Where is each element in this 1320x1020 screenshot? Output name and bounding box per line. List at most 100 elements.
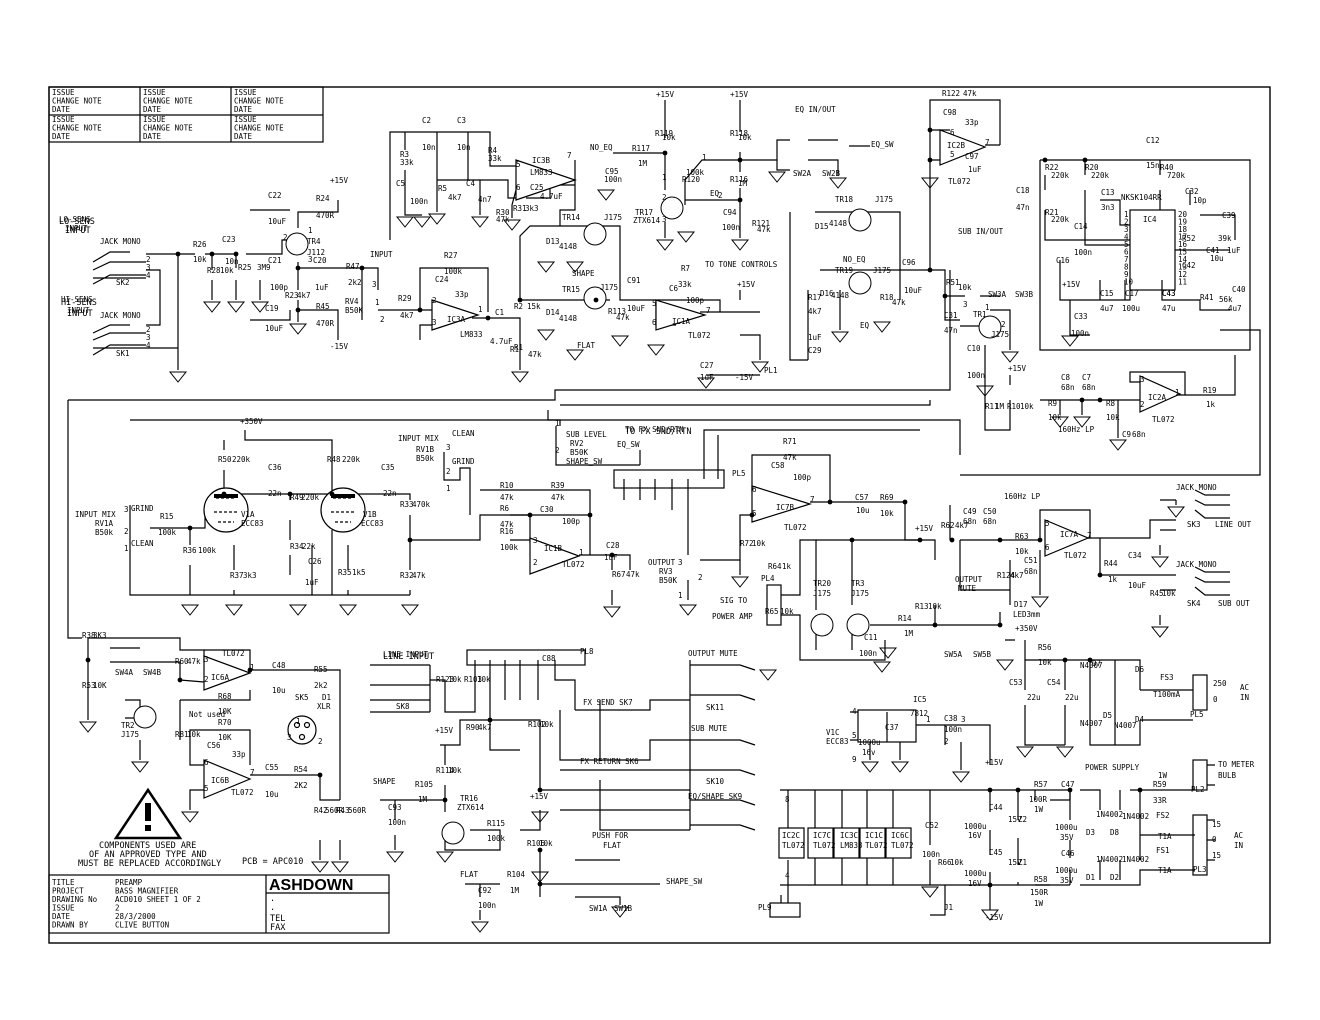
component-label: 47n: [1016, 203, 1030, 212]
component-label: 68n: [1061, 383, 1075, 392]
component-label: 10k: [448, 675, 462, 684]
component-label: R35: [338, 568, 352, 577]
junction-dot-25: [187, 525, 193, 531]
pin-number: 3: [372, 280, 377, 289]
pin-number: 4: [852, 707, 857, 716]
component-label: C98: [943, 108, 957, 117]
component-label: Z2: [1018, 815, 1027, 824]
junction-dot-51: [1067, 787, 1073, 793]
lo-sens-label-2: INPUT: [65, 226, 91, 236]
pin-number: 1: [308, 226, 313, 235]
pin-number: 1: [985, 303, 990, 312]
component-label: SK2: [116, 278, 130, 287]
component-label: SK4: [1187, 599, 1201, 608]
component-label: 47k: [500, 493, 514, 502]
component-label: R45: [316, 302, 330, 311]
component-label: C36: [268, 463, 282, 472]
component-label: TL072: [782, 841, 805, 850]
component-label: C94: [723, 208, 737, 217]
title-block-label: DRAWN BY: [52, 921, 89, 930]
component-label: 720k: [1167, 171, 1186, 180]
component-label: AC: [1234, 831, 1243, 840]
component-label: 4k7: [478, 723, 492, 732]
ground-symbol-49: [1055, 746, 1075, 758]
component-label: C44: [989, 803, 1003, 812]
component-label: R124: [997, 571, 1016, 580]
component-label: 4k7: [448, 193, 462, 202]
component-label: LINE OUT: [1215, 520, 1252, 529]
component-label: 10k: [752, 539, 766, 548]
pin-number: 7: [810, 495, 815, 504]
component-label: D5: [1103, 711, 1112, 720]
component-label: R33: [400, 500, 414, 509]
component-label: 10K: [218, 707, 232, 716]
revision-cell-text: CHANGE NOTE: [143, 124, 193, 133]
ic4-pin-right: 16: [1178, 240, 1188, 249]
component-label: C49: [963, 507, 977, 516]
component-label: C21: [268, 256, 282, 265]
ground-symbol-57: [435, 851, 455, 863]
component-label: TR19: [835, 266, 853, 275]
component-label: R14: [898, 614, 912, 623]
component-label: 220k: [301, 493, 320, 502]
component-label: C16: [1056, 256, 1070, 265]
junction-dot-33: [949, 537, 955, 543]
component-label: FS2: [1156, 811, 1170, 820]
ic4-pin-right: 14: [1178, 255, 1188, 264]
component-label: 1W: [1034, 805, 1044, 814]
component-label: N4007: [1080, 661, 1103, 670]
component-label: R90: [466, 723, 480, 732]
ground-symbol-21: [828, 177, 848, 189]
component-label: R31: [513, 204, 527, 213]
component-label: R29: [398, 294, 412, 303]
component-label: R63: [1015, 532, 1029, 541]
component-label: R117: [632, 144, 650, 153]
component-label: R113: [608, 307, 626, 316]
ground-symbol-47: [995, 659, 1015, 671]
component-label: R44: [1104, 559, 1118, 568]
component-label: CLEAN: [452, 429, 475, 438]
revision-cell-text: CHANGE NOTE: [52, 124, 102, 133]
title-block-value: 2: [115, 904, 120, 913]
title-block-label: ISSUE: [52, 904, 75, 913]
component-label: TO TONE CONTROLS: [705, 260, 778, 269]
component-label: IC6A: [211, 673, 230, 682]
component-label: 35V: [1060, 876, 1074, 885]
component-label: C35: [381, 463, 395, 472]
component-label: LM833: [530, 168, 553, 177]
component-label: 33p: [232, 750, 246, 759]
ground-symbol-28: [1000, 351, 1020, 363]
component-label: 100n: [410, 197, 428, 206]
component-label: PL8: [580, 647, 594, 656]
pin-number: 5: [652, 299, 657, 308]
component-label: C10: [967, 344, 981, 353]
component-label: C43: [1162, 289, 1176, 298]
revision-cell-text: DATE: [143, 132, 162, 141]
component-label: R121: [752, 219, 770, 228]
component-label: IC2B: [947, 141, 966, 150]
component-label: R104: [507, 870, 526, 879]
title-block-label: PROJECT: [52, 887, 84, 896]
pin-number: 1: [296, 717, 301, 726]
component-label: 1uF: [604, 553, 618, 562]
component-label: 100k: [444, 267, 463, 276]
component-label: 2k2: [348, 278, 362, 287]
component-label: PL5: [732, 469, 746, 478]
ground-symbol-40: [602, 606, 622, 618]
component-label: NO_EQ: [590, 143, 613, 152]
component-label: R115: [487, 819, 505, 828]
component-label: 10k: [540, 720, 554, 729]
component-label: 33p: [965, 118, 979, 127]
component-label: FS1: [1156, 846, 1170, 855]
component-label: 16V: [968, 879, 982, 888]
pin-number: 9: [852, 755, 857, 764]
component-label: R51: [946, 278, 960, 287]
component-label: LM833: [460, 330, 483, 339]
revision-cell-text: ISSUE: [234, 115, 257, 124]
junction-dot-1: [209, 251, 215, 257]
component-label: R57: [1034, 780, 1048, 789]
component-label: 2k2: [314, 681, 328, 690]
junction-dot-14: [927, 157, 933, 163]
component-label: R53: [82, 681, 96, 690]
ground-symbol-18: [655, 239, 675, 251]
